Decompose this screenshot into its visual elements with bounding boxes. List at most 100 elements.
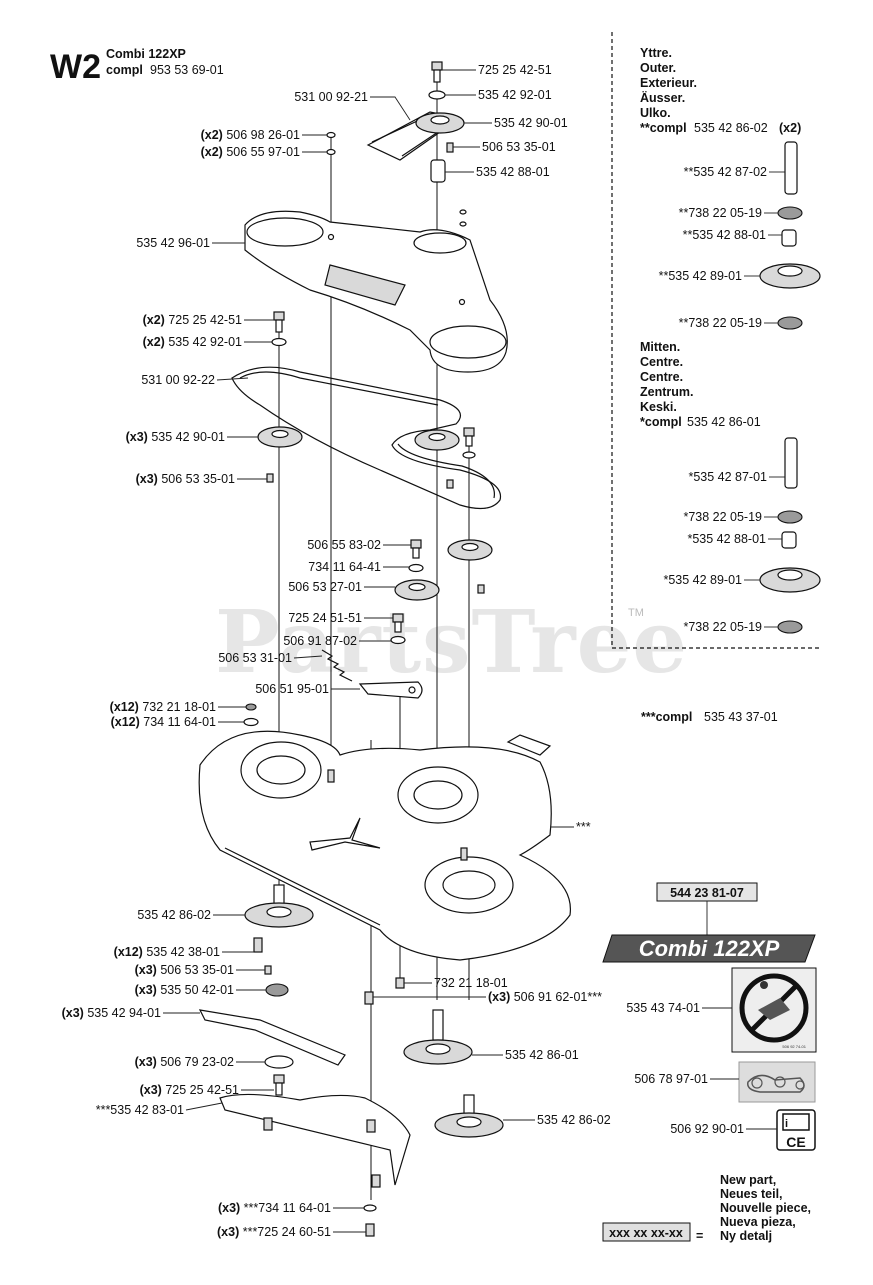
part-label-number: 725 25 42-51 bbox=[165, 1083, 239, 1097]
part-label-number: 506 53 31-01 bbox=[218, 651, 292, 665]
centre-line-4: Zentrum. bbox=[640, 385, 693, 399]
part-label-number: 506 53 35-01 bbox=[161, 472, 235, 486]
model-banner bbox=[602, 934, 816, 963]
part-label-number: *** bbox=[576, 820, 591, 834]
centre-compl-label: *compl bbox=[640, 415, 682, 429]
centre-line-5: Keski. bbox=[640, 400, 677, 414]
part-label-9: (x2) 725 25 42-51 bbox=[143, 313, 242, 327]
tension-arm bbox=[358, 681, 423, 699]
part-label-qty: (x2) bbox=[201, 128, 227, 142]
side-panel: Yttre. Outer. Exterieur. Äusser. Ulko. *… bbox=[640, 46, 821, 634]
part-label-4: (x2) 506 98 26-01 bbox=[201, 128, 300, 142]
centre-part-1: *535 42 87-01 bbox=[688, 470, 767, 484]
centre-part-3: *535 42 88-01 bbox=[687, 532, 766, 546]
part-label-24: 535 42 86-02 bbox=[137, 908, 211, 922]
part-label-34: 535 42 86-01 bbox=[505, 1048, 579, 1062]
side-panel-border bbox=[611, 32, 822, 649]
part-label-number: 506 98 26-01 bbox=[226, 128, 300, 142]
part-label-0: 725 25 42-51 bbox=[478, 63, 552, 77]
part-label-number: 535 42 86-02 bbox=[137, 908, 211, 922]
part-label-8: 535 42 96-01 bbox=[136, 236, 210, 250]
part-label-14: 506 55 83-02 bbox=[307, 538, 381, 552]
legend-line-5: Ny detalj bbox=[720, 1229, 772, 1243]
centre-bearing-1 bbox=[777, 510, 803, 524]
part-label-number: 506 55 83-02 bbox=[307, 538, 381, 552]
part-label-number: 535 42 38-01 bbox=[146, 945, 220, 959]
part-label-17: 725 24 51-51 bbox=[288, 611, 362, 625]
part-label-20: 506 51 95-01 bbox=[255, 682, 329, 696]
centre-line-2: Centre. bbox=[640, 355, 683, 369]
belt-main bbox=[231, 366, 502, 510]
centre-line-1: Mitten. bbox=[640, 340, 680, 354]
svg-text:i: i bbox=[785, 1118, 788, 1130]
outer-bearing-2 bbox=[777, 316, 803, 330]
part-label-7: 535 42 88-01 bbox=[476, 165, 550, 179]
part-label-number: 725 25 42-51 bbox=[168, 313, 242, 327]
part-label-number: 725 25 42-51 bbox=[478, 63, 552, 77]
part-label-number: 734 11 64-41 bbox=[308, 560, 381, 574]
part-label-qty: (x2) bbox=[143, 335, 169, 349]
part-label-number: ***734 11 64-01 bbox=[244, 1201, 331, 1215]
outer-line-1: Yttre. bbox=[640, 46, 672, 60]
part-label-32: 732 21 18-01 bbox=[434, 976, 508, 990]
part-label-number: 506 53 35-01 bbox=[160, 963, 234, 977]
outer-line-4: Äusser. bbox=[640, 90, 685, 105]
part-label-15: 734 11 64-41 bbox=[308, 560, 381, 574]
screw-cover bbox=[326, 131, 336, 139]
part-label-number: 535 42 86-01 bbox=[505, 1048, 579, 1062]
part-label-number: 506 53 35-01 bbox=[482, 140, 556, 154]
part-label-13: (x3) 506 53 35-01 bbox=[136, 472, 235, 486]
part-label-29: (x3) 506 79 23-02 bbox=[135, 1055, 234, 1069]
outer-compl-number: 535 42 86-02 bbox=[694, 121, 768, 135]
manual-decal-number: 506 92 90-01 bbox=[670, 1122, 744, 1136]
part-label-number: 506 79 23-02 bbox=[160, 1055, 234, 1069]
centre-part-2: *738 22 05-19 bbox=[683, 510, 762, 524]
triple-compl-label: ***compl bbox=[641, 710, 692, 724]
outer-part-1: **535 42 87-02 bbox=[684, 165, 767, 179]
part-label-number: 535 42 90-01 bbox=[151, 430, 225, 444]
legend-line-2: Neues teil, bbox=[720, 1187, 783, 1201]
spring bbox=[321, 649, 353, 682]
part-label-27: (x3) 535 50 42-01 bbox=[135, 983, 234, 997]
part-label-number: ***535 42 83-01 bbox=[96, 1103, 184, 1117]
section-code: W2 bbox=[50, 48, 101, 86]
belt-decal-number: 506 78 97-01 bbox=[634, 1072, 708, 1086]
watermark-tm: TM bbox=[628, 607, 644, 619]
legend-line-4: Nueva pieza, bbox=[720, 1215, 796, 1229]
part-label-number: 535 42 96-01 bbox=[136, 236, 210, 250]
part-label-11: 531 00 92-22 bbox=[141, 373, 215, 387]
part-label-qty: (x3) bbox=[217, 1225, 243, 1239]
part-label-35: 535 42 86-02 bbox=[537, 1113, 611, 1127]
compl-label: compl bbox=[106, 63, 143, 77]
part-label-number: 732 21 18-01 bbox=[434, 976, 508, 990]
part-label-30: (x3) 725 25 42-51 bbox=[140, 1083, 239, 1097]
warning-decal-number: 535 43 74-01 bbox=[626, 1001, 700, 1015]
nut-cover bbox=[326, 148, 336, 156]
bolt-top-shank bbox=[433, 69, 441, 83]
part-label-31: ***535 42 83-01 bbox=[96, 1103, 184, 1117]
part-label-qty: (x3) bbox=[135, 983, 161, 997]
part-label-number: 506 51 95-01 bbox=[255, 682, 329, 696]
part-label-number: 531 00 92-22 bbox=[141, 373, 215, 387]
part-label-number: 531 00 92-21 bbox=[294, 90, 368, 104]
part-label-qty: (x3) bbox=[135, 1055, 161, 1069]
blade bbox=[198, 1009, 346, 1066]
part-label-6: 506 53 35-01 bbox=[482, 140, 556, 154]
part-label-qty: (x3) bbox=[136, 472, 162, 486]
part-label-qty: (x3) bbox=[62, 1006, 88, 1020]
part-label-5: (x2) 506 55 97-01 bbox=[201, 145, 300, 159]
centre-compl-number: 535 42 86-01 bbox=[687, 415, 761, 429]
part-label-number: 535 42 90-01 bbox=[494, 116, 568, 130]
outer-shaft bbox=[784, 141, 798, 195]
key-top bbox=[446, 142, 454, 153]
part-label-12: (x3) 535 42 90-01 bbox=[126, 430, 225, 444]
part-label-qty: (x3) bbox=[140, 1083, 166, 1097]
part-label-number: 535 50 42-01 bbox=[160, 983, 234, 997]
part-label-number: 535 42 94-01 bbox=[87, 1006, 161, 1020]
centre-part-5: *738 22 05-19 bbox=[683, 620, 762, 634]
part-label-number: 732 21 18-01 bbox=[142, 700, 216, 714]
model-banner-text: Combi 122XP bbox=[639, 936, 780, 961]
washer-left bbox=[271, 337, 287, 347]
